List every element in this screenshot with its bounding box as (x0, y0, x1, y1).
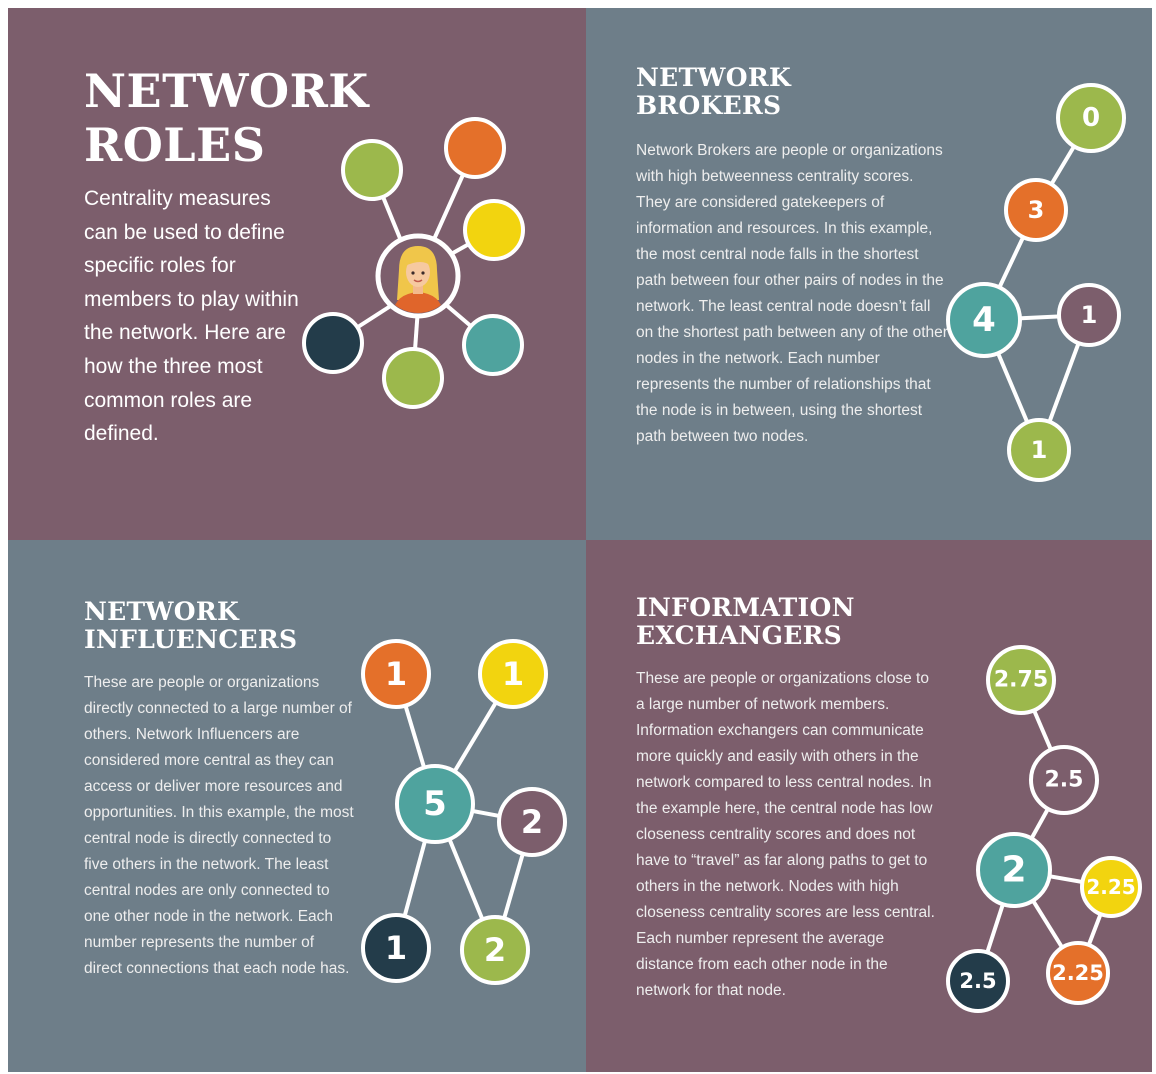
roles-node-orange (444, 117, 506, 179)
roles-node-navy (302, 312, 364, 374)
title-line-1: INFORMATION (636, 593, 855, 622)
svg-text:4: 4 (972, 300, 996, 340)
svg-text:0: 0 (1082, 103, 1100, 133)
brokers-node: 0 (1056, 83, 1126, 153)
svg-text:1: 1 (385, 929, 407, 967)
network-brokers-text: Network Brokers are people or organizati… (636, 142, 948, 445)
title-line-1: NETWORK (84, 597, 239, 626)
exchangers-node: 2.5 (946, 949, 1010, 1013)
svg-text:5: 5 (423, 784, 447, 824)
roles-node-yellow (463, 199, 525, 261)
exchangers-node: 2 (976, 832, 1052, 908)
brokers-node: 1 (1007, 418, 1071, 482)
title-line-1: NETWORK (84, 64, 369, 118)
title-line-2: EXCHANGERS (636, 621, 843, 650)
exchangers-node: 2.25 (1046, 941, 1110, 1005)
exchangers-node: 2.25 (1080, 856, 1142, 918)
svg-text:2: 2 (521, 803, 543, 841)
svg-text:1: 1 (1031, 436, 1048, 464)
title-line-2: INFLUENCERS (84, 625, 298, 654)
influencers-network-diagram: 1 1 5 2 1 2 (361, 639, 567, 985)
brokers-network-diagram: 0 3 4 1 1 (946, 83, 1126, 482)
person-avatar-icon (375, 233, 461, 319)
svg-text:2.25: 2.25 (1086, 875, 1135, 899)
exchangers-network-diagram: 2.75 2.5 2 2.25 2.5 2.25 (946, 645, 1142, 1013)
brokers-node: 1 (1057, 283, 1121, 347)
svg-text:3: 3 (1028, 196, 1045, 224)
title-line-1: NETWORK (636, 63, 791, 92)
influencers-node: 1 (361, 639, 431, 709)
svg-text:2.75: 2.75 (994, 668, 1048, 693)
title-line-2: BROKERS (636, 91, 782, 120)
brokers-node: 4 (946, 282, 1022, 358)
roles-network-diagram (302, 117, 525, 409)
influencers-node: 5 (395, 764, 475, 844)
title-line-2: ROLES (84, 118, 266, 172)
svg-text:2.5: 2.5 (1045, 768, 1084, 793)
exchangers-node: 2.75 (986, 645, 1056, 715)
svg-text:1: 1 (1081, 301, 1098, 329)
intro-text: Centrality measures can be used to defin… (84, 187, 299, 446)
influencers-node: 2 (460, 915, 530, 985)
svg-text:2.5: 2.5 (959, 969, 996, 993)
influencers-node: 1 (361, 913, 431, 983)
svg-text:2: 2 (1001, 850, 1026, 891)
exchangers-edges (976, 679, 1113, 982)
network-influencers-text: These are people or organizations direct… (84, 674, 354, 977)
roles-node-green-bottom (382, 347, 444, 409)
information-exchangers-text: These are people or organizations close … (636, 670, 935, 999)
roles-node-teal (462, 314, 524, 376)
svg-text:2: 2 (484, 931, 506, 969)
influencers-node: 2 (497, 787, 567, 857)
influencers-node: 1 (478, 639, 548, 709)
roles-node-green-top (341, 139, 403, 201)
svg-text:1: 1 (385, 655, 407, 693)
brokers-node: 3 (1004, 178, 1068, 242)
svg-text:1: 1 (502, 655, 524, 693)
svg-text:2.25: 2.25 (1052, 961, 1104, 985)
exchangers-node: 2.5 (1029, 745, 1099, 815)
brokers-edges (982, 116, 1093, 451)
